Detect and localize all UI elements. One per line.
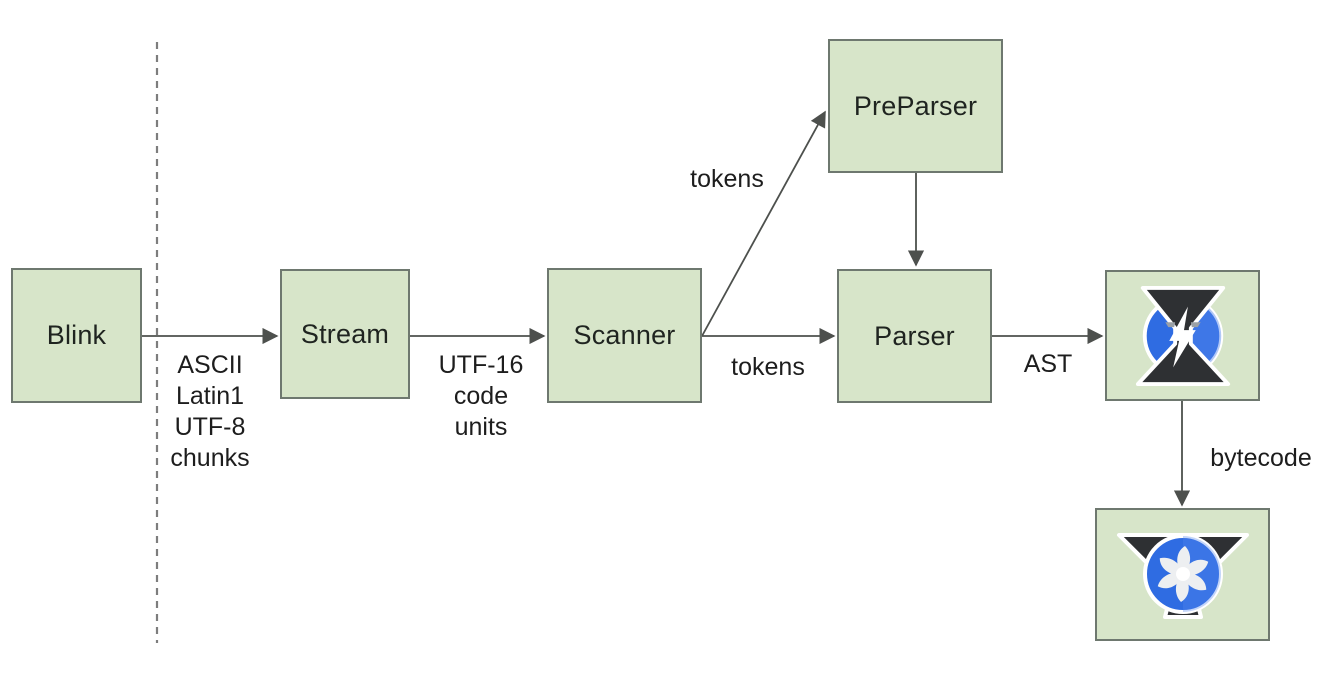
- edge-label-tokens-to-preparser: tokens: [690, 165, 764, 193]
- ignition-logo-icon: [1135, 285, 1230, 386]
- node-scanner-label: Scanner: [573, 320, 676, 350]
- node-ignition: [1105, 270, 1260, 401]
- turbofan-fan-blades: [1157, 545, 1208, 602]
- turbofan-circle-highlight: [1182, 535, 1221, 612]
- node-parser: Parser: [837, 269, 992, 403]
- edge-label-ast: AST: [1023, 350, 1073, 378]
- node-preparser-label: PreParser: [853, 90, 978, 121]
- arrow-scanner-to-preparser: [701, 110, 826, 337]
- edge-label-encoding-chunks: ASCII Latin1 UTF-8 chunks: [170, 351, 250, 472]
- node-stream: Stream: [280, 269, 410, 399]
- node-parser-label: Parser: [874, 320, 955, 351]
- edge-label-tokens-to-parser: tokens: [731, 353, 805, 381]
- edge-label-bytecode: bytecode: [1210, 444, 1312, 472]
- node-scanner: Scanner: [547, 268, 702, 403]
- node-blink-label: Blink: [46, 320, 107, 350]
- edge-label-utf16-code-units: UTF-16 code units: [438, 351, 524, 441]
- node-preparser: PreParser: [828, 39, 1003, 173]
- ignition-lightning-bolt: [1168, 306, 1196, 367]
- node-blink: Blink: [11, 268, 142, 403]
- turbofan-logo-icon: [1116, 532, 1249, 619]
- node-stream-label: Stream: [300, 318, 390, 349]
- node-turbofan: [1095, 508, 1270, 641]
